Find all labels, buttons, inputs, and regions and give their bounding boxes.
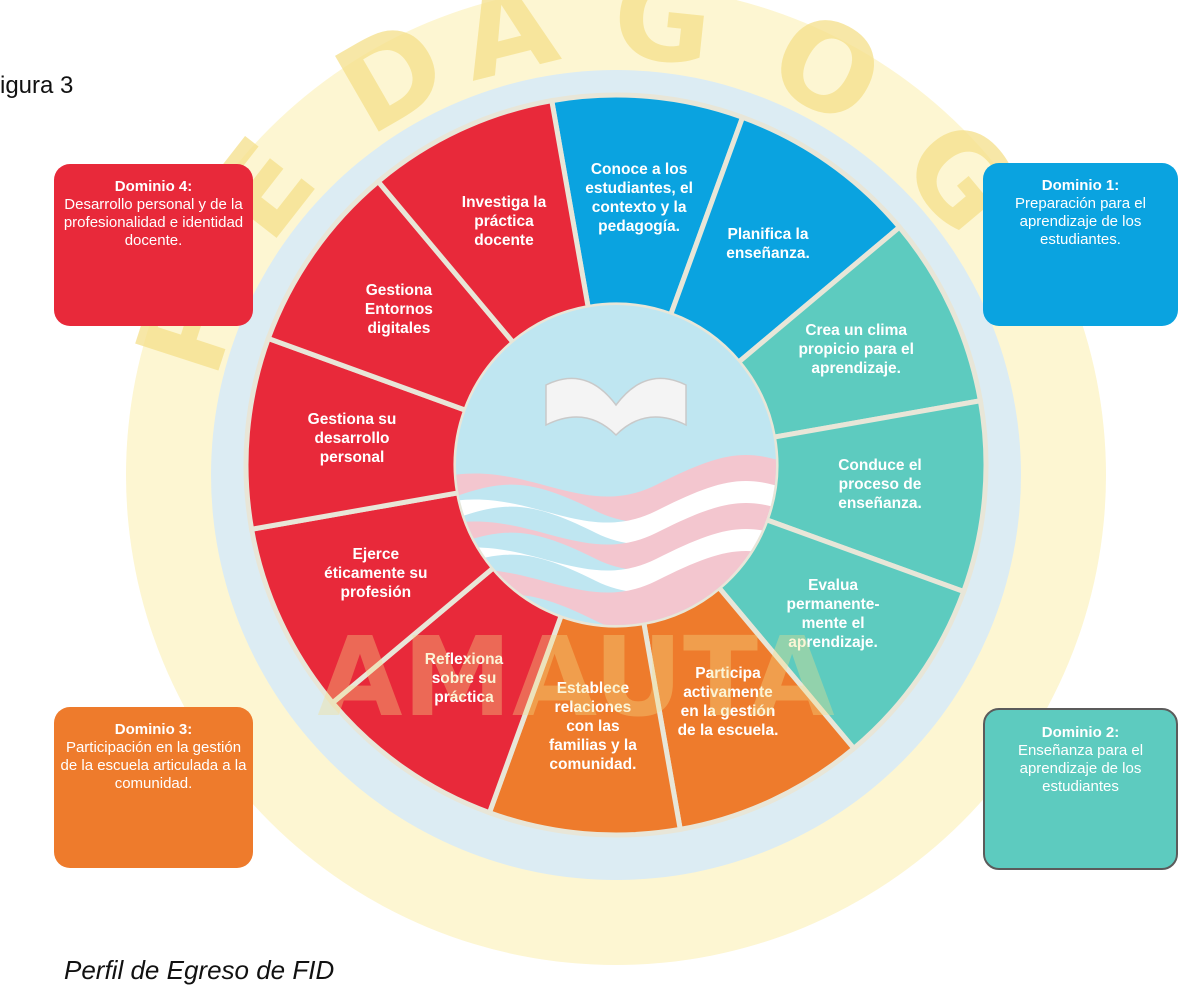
segment-label-line: relaciones (555, 699, 632, 716)
segment-label-line: de la escuela. (678, 722, 779, 739)
figure-label: igura 3 (0, 72, 74, 99)
segment-label-line: Crea un clima (805, 322, 907, 339)
segment-label-2: Planifica la enseñanza. (726, 226, 810, 262)
segment-label-line: desarrollo (315, 430, 390, 447)
watermark-bottom-text: AMAUTA (317, 613, 834, 741)
domain-4-title: Dominio 4: (114, 178, 193, 195)
segment-label-7: Establece relaciones con las familias y la c… (549, 680, 637, 773)
segment-label-line: Gestiona (366, 282, 433, 299)
domain-2-description: Enseñanza para el aprendizaje de los est… (1017, 742, 1144, 795)
segment-label-3: Crea un clima propicio para el aprendizaje… (798, 322, 913, 377)
segment-label-6: Participa activamente en la gestión de la e… (678, 665, 779, 739)
domain-2-title: Dominio 2: (1041, 724, 1120, 741)
segment-label-line: activamente (683, 684, 773, 701)
segment-label-line: profesión (341, 584, 412, 601)
segment-label-line: Investiga la (462, 194, 547, 211)
segment-label-line: Planifica la (728, 226, 809, 243)
segment-label-5: Evalua permanente-mente el aprendizaje. (787, 577, 880, 651)
segment-label-line: mente el (802, 615, 865, 632)
segment-label-4: Conduce el proceso de enseñanza. (838, 457, 922, 512)
domain-4-box: Dominio 4: Desarrollo personal y de la p… (54, 164, 253, 326)
segment-label-line: enseñanza. (838, 495, 922, 512)
segment-label-line: Conoce a los (591, 161, 687, 178)
domain-1-description: Preparación para el aprendizaje de los e… (1015, 195, 1146, 248)
segment-label-line: contexto y la (592, 199, 687, 216)
domain-1-box: Dominio 1: Preparación para el aprendiza… (983, 163, 1178, 326)
segment-label-9: Ejerce éticamente su profesión (324, 546, 427, 601)
segment-label-line: en la gestión (681, 703, 776, 720)
segment-label-line: comunidad. (549, 756, 636, 773)
segment-label-line: Entornos (365, 301, 433, 318)
segment-label-line: familias y la (549, 737, 637, 754)
segment-label-line: éticamente su (324, 565, 427, 582)
domain-4-description: Desarrollo personal y de la profesionali… (63, 196, 244, 249)
segment-label-1: Conoce a los estudiantes, el contexto y la… (585, 161, 693, 235)
segment-label-10: Gestiona su desarrollo personal (308, 411, 397, 466)
segment-label-line: digitales (367, 320, 430, 337)
open-book-icon (545, 377, 687, 437)
segment-label-line: sobre su (432, 670, 497, 687)
segment-label-line: práctica (434, 689, 494, 706)
segment-label-line: pedagogía. (598, 218, 680, 235)
domain-2-box: Dominio 2: Enseñanza para el aprendizaje… (983, 708, 1178, 870)
segment-label-line: práctica (474, 213, 534, 230)
segment-label-line: Conduce el (838, 457, 922, 474)
domain-3-title: Dominio 3: (114, 721, 193, 738)
segment-label-line: personal (320, 449, 385, 466)
segment-label-line: Establece (557, 680, 630, 697)
segment-label-line: estudiantes, el (585, 180, 693, 197)
segment-label-line: aprendizaje. (811, 360, 901, 377)
segment-label-line: Reflexiona (425, 651, 504, 668)
segment-label-line: Gestiona su (308, 411, 397, 428)
book-pages (545, 377, 687, 437)
figure-caption: Perfil de Egreso de FID (64, 955, 335, 985)
segment-label-line: Evalua (808, 577, 858, 594)
segment-label-8: Reflexiona sobre su práctica (425, 651, 504, 706)
segment-label-line: Ejerce (353, 546, 400, 563)
segment-label-line: proceso de (839, 476, 922, 493)
segment-label-line: propicio para el (798, 341, 913, 358)
domain-3-box: Dominio 3: Participación en la gestión d… (54, 707, 253, 868)
segment-label-line: con las (566, 718, 619, 735)
segment-label-line: Participa (695, 665, 761, 682)
segment-label-line: docente (474, 232, 534, 249)
segment-label-12: Investiga la práctica docente (462, 194, 547, 249)
segment-label-line: enseñanza. (726, 245, 810, 262)
domain-1-title: Dominio 1: (1041, 177, 1120, 194)
wheel-segments: Conoce a los estudiantes, el contexto y la… (243, 92, 989, 838)
segment-label-line: permanente- (787, 596, 880, 613)
domain-3-description: Participación en la gestión de la escuel… (60, 739, 247, 792)
watermark-letter: G (607, 0, 719, 94)
segment-label-line: aprendizaje. (788, 634, 878, 651)
